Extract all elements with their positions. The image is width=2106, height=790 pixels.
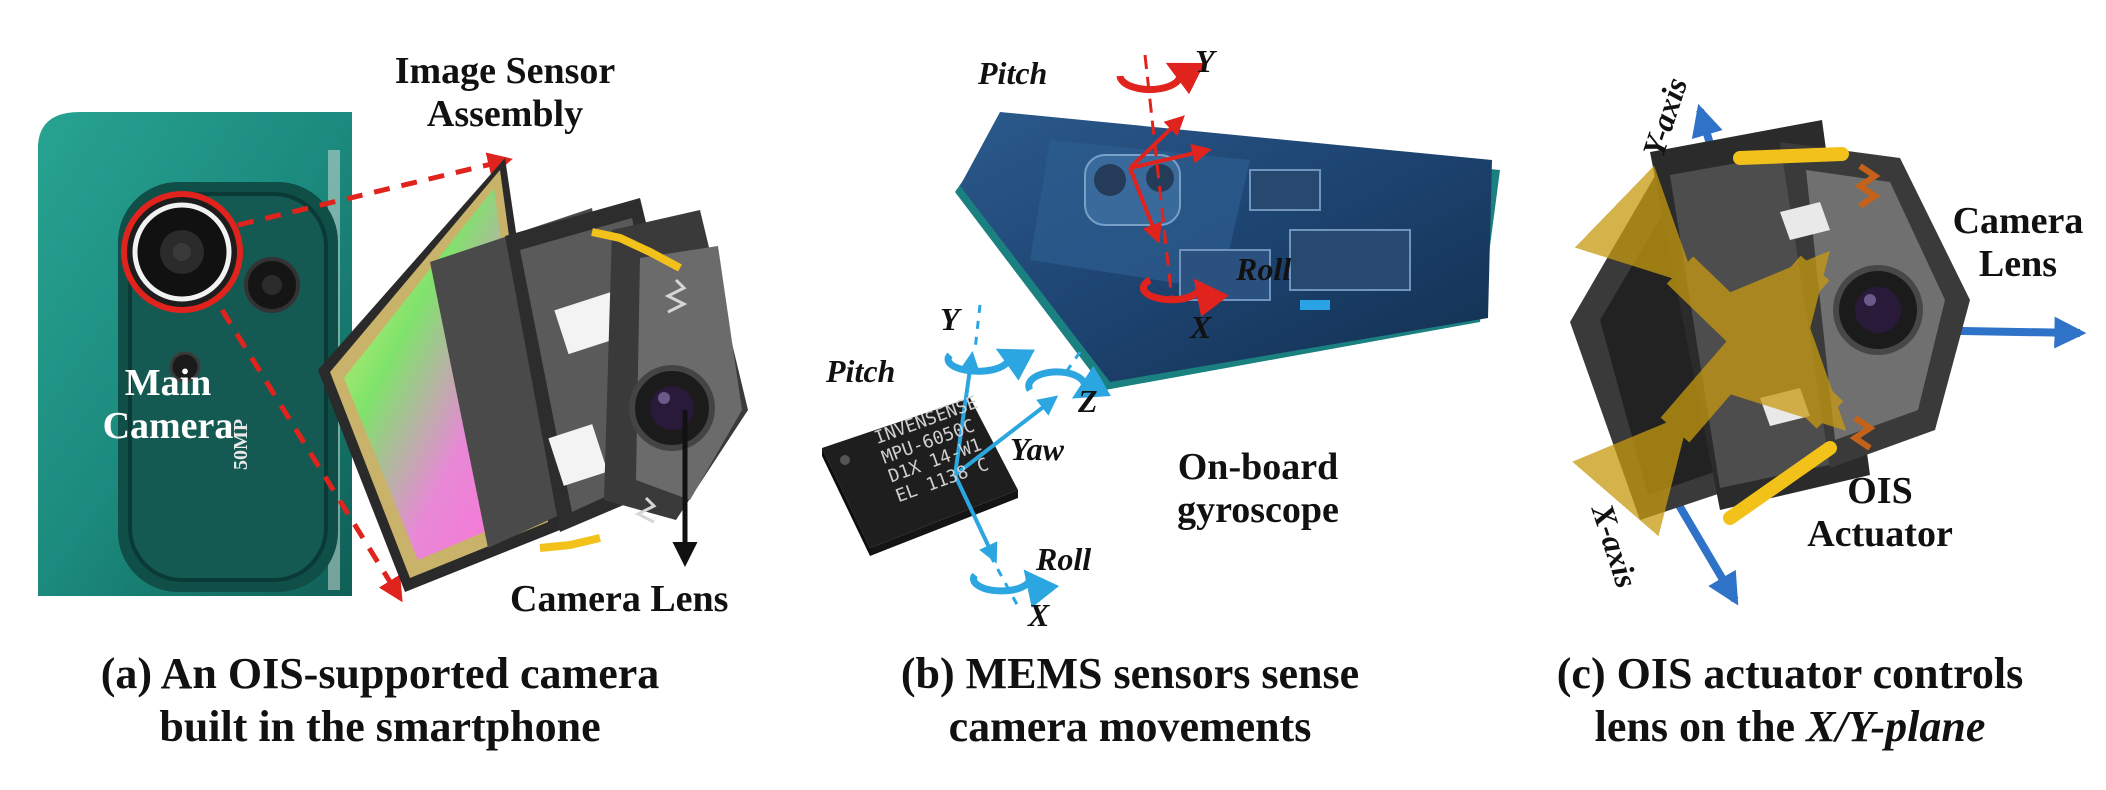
- chip-axes: [944, 304, 1112, 611]
- caption-a-line1: (a) An OIS-supported camera: [100, 649, 660, 698]
- chip-pitch-label: Pitch: [826, 353, 896, 389]
- gyroscope-chip-illustration: [822, 398, 1018, 556]
- camera-lens-label: Camera Lens: [510, 578, 729, 620]
- phone-roll-label: Roll: [1236, 251, 1292, 287]
- onboard-gyroscope-label-line1: On-board: [1177, 446, 1339, 488]
- caption-c-line2-prefix: lens on the: [1594, 701, 1807, 751]
- panel-b-graphics: [822, 54, 1500, 611]
- camera-lens-label-c-line2: Lens: [1978, 242, 2058, 285]
- caption-c-line1: (c) OIS actuator controls: [1556, 649, 2024, 698]
- main-camera-label-line1: Main: [124, 362, 212, 404]
- phone-axes: [1116, 54, 1229, 317]
- secondary-camera-icon: [169, 257, 300, 383]
- panel-a-graphics: [38, 112, 748, 603]
- chip-x-axis-label: X: [1028, 597, 1050, 633]
- caption-a-line2: built in the smartphone: [159, 701, 601, 751]
- image-sensor-label-line2: Assembly: [426, 92, 584, 135]
- onboard-gyroscope-label: On-board gyroscope: [1177, 446, 1339, 531]
- phone-badge: 50MP: [230, 418, 252, 470]
- image-sensor-label: Image Sensor Assembly: [395, 50, 616, 135]
- chip-yaw-label: Yaw: [1010, 431, 1064, 467]
- phone-x-axis-label: X: [1190, 309, 1212, 345]
- main-camera-label: Main Camera: [103, 362, 234, 447]
- caption-c: (c) OIS actuator controls lens on the X/…: [1557, 648, 2023, 754]
- ois-actuator-label: OIS Actuator: [1807, 470, 1953, 555]
- main-camera-label-line2: Camera: [102, 404, 234, 447]
- xray-phone-illustration: [955, 112, 1500, 390]
- caption-b-line2: camera movements: [948, 701, 1312, 751]
- caption-c-line2-italic: X/Y-plane: [1806, 701, 1986, 751]
- chip-roll-label: Roll: [1036, 541, 1092, 577]
- panel-c-graphics: [1570, 103, 2087, 606]
- caption-b: (b) MEMS sensors sense camera movements: [901, 648, 1359, 754]
- motion-arrows-overlay: [1572, 165, 1847, 537]
- ois-actuator-label-line1: OIS: [1847, 470, 1913, 512]
- caption-b-line1: (b) MEMS sensors sense: [900, 649, 1360, 698]
- phone-y-axis-label: Y: [1195, 43, 1215, 79]
- image-sensor-label-line1: Image Sensor: [394, 50, 616, 92]
- onboard-gyroscope-label-line2: gyroscope: [1177, 488, 1339, 531]
- phone-pitch-label: Pitch: [978, 55, 1048, 91]
- zoom-indicator: [219, 152, 513, 603]
- smartphone-illustration: [38, 112, 352, 596]
- ois-actuator-label-line2: Actuator: [1807, 512, 1953, 555]
- lens-module-illustration: [430, 198, 748, 552]
- caption-a: (a) An OIS-supported camera built in the…: [101, 648, 660, 754]
- camera-lens-label-c-line1: Camera: [1952, 200, 2084, 242]
- camera-lens-label-c: Camera Lens: [1953, 200, 2084, 285]
- main-camera-icon: [121, 191, 243, 313]
- chip-z-axis-label: Z: [1078, 383, 1098, 419]
- chip-y-axis-label: Y: [940, 301, 960, 337]
